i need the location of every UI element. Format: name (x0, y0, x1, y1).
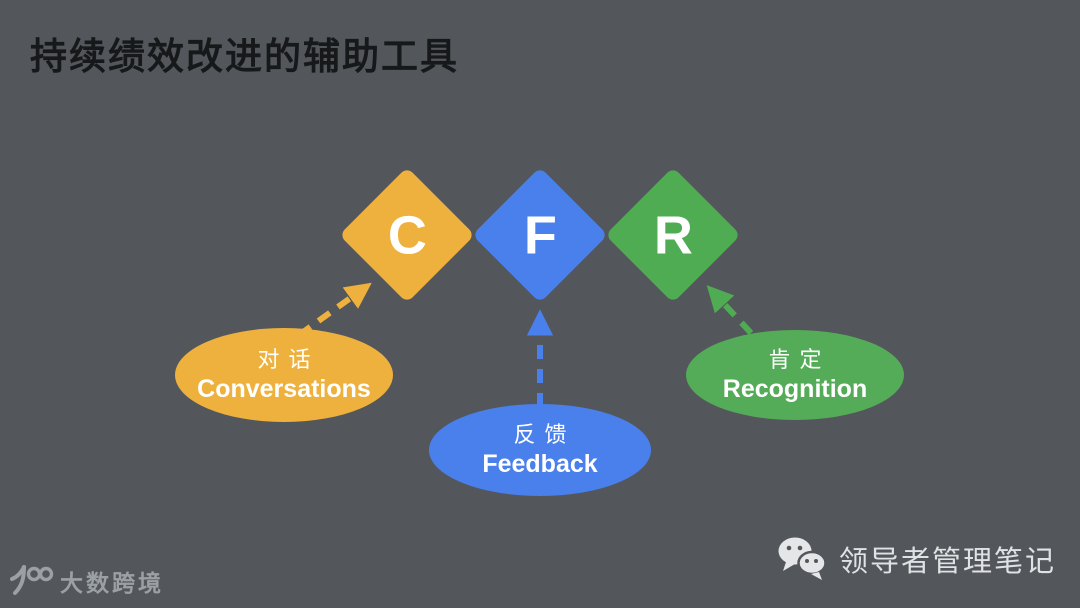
bubble-feedback-label-en: Feedback (482, 450, 598, 479)
wechat-account-name: 领导者管理笔记 (838, 546, 1056, 578)
bubble-conversations-label-en: Conversations (197, 375, 371, 404)
wechat-account: 领导者管理笔记 (777, 536, 1056, 582)
bubble-conversations-label-zh: 对话 (257, 346, 320, 372)
bubble-feedback-label-zh: 反馈 (513, 421, 576, 447)
bubble-recognition-label-zh: 肯定 (768, 346, 831, 372)
dashed-arrow-recognition-to-r (706, 285, 754, 336)
bubble-conversations: 对话 Conversations (175, 328, 393, 422)
diamond-f-letter: F (523, 205, 557, 265)
watermark-dashu-kuajing: 大数跨境 (10, 564, 164, 598)
bubble-recognition: 肯定 Recognition (686, 330, 904, 420)
dashed-arrow-conversations-to-c (297, 282, 372, 338)
100-logo-icon (10, 565, 54, 595)
bubble-recognition-label-en: Recognition (722, 375, 868, 404)
page-title: 持续绩效改进的辅助工具 (30, 37, 459, 78)
watermark-text: 大数跨境 (60, 570, 164, 596)
bubble-feedback: 反馈 Feedback (429, 404, 651, 496)
diamond-c-letter: C (387, 205, 427, 265)
diamond-r-letter: R (653, 205, 693, 265)
wechat-icon (778, 537, 827, 580)
